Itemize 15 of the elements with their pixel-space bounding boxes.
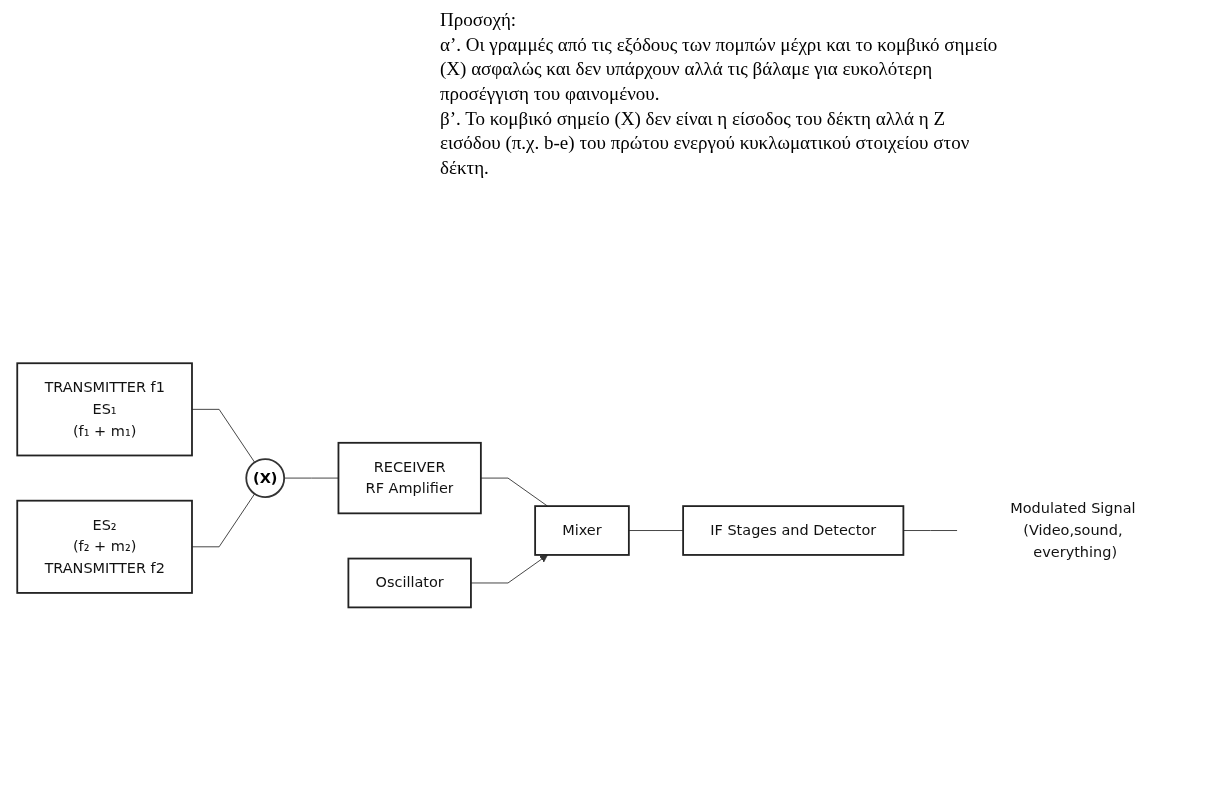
node-box: Mixer xyxy=(534,504,630,556)
node-box: RECEIVER RF Amplifier xyxy=(337,441,482,514)
node-box: Oscillator xyxy=(347,557,472,608)
node-box: TRANSMITTER f1 ES₁ (f₁ + m₁) xyxy=(16,362,193,457)
note-text: Προσοχή: xyxy=(440,8,518,32)
node-box: ES₂ (f₂ + m₂) TRANSMITTER f2 xyxy=(16,499,193,594)
note-text: β’. Το κομβικό σημείο (X) δεν είναι η είσοδος του δέκτη αλλά η Z εισόδου (π.χ. b-e) του πρώτου ενεργού κυκλωματικού στοιχείου στον δέκτη. xyxy=(440,106,971,181)
connector xyxy=(191,493,256,547)
connector xyxy=(191,408,256,463)
node-circle: (X) xyxy=(245,457,286,498)
note-text: α’. Οι γραμμές από τις εξόδους των πομπών μέχρι και το κομβικό σημείο (X) ασφαλώς και δεν υπάρχουν αλλά τις βάλαμε για ευκολότερη προσέγγιση του φαινομένου. xyxy=(440,32,999,107)
connector xyxy=(480,477,548,507)
node-text: Modulated Signal (Video,sound, everything) xyxy=(1010,499,1136,561)
connector xyxy=(628,529,684,531)
node-box: IF Stages and Detector xyxy=(682,504,905,556)
